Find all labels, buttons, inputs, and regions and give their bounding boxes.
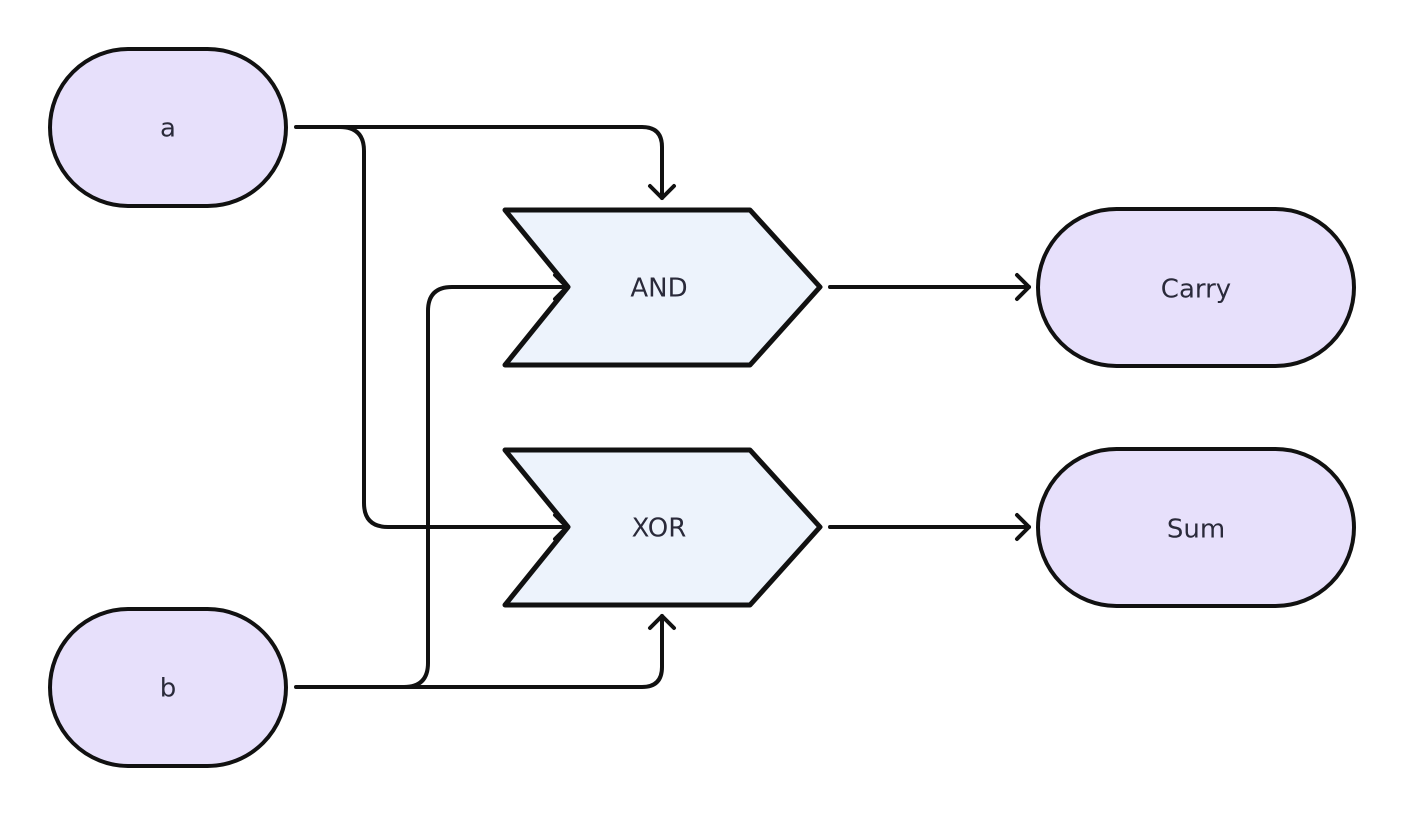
gate-shape-xor <box>502 447 823 608</box>
gate-shape-and <box>502 207 823 368</box>
arrowhead-xor-to-sum <box>1015 513 1031 541</box>
terminal-shape-sum <box>1036 447 1356 608</box>
edge-a-to-xor <box>338 125 569 529</box>
and-gate-label: AND <box>630 274 687 304</box>
carry-label: Carry <box>1161 275 1231 305</box>
terminal-shape-a <box>48 47 288 208</box>
sum-label: Sum <box>1167 515 1225 545</box>
node-b: b <box>48 607 288 768</box>
xor-gate-label: XOR <box>632 514 687 544</box>
arrowhead-b-to-xor <box>648 614 676 630</box>
node-xor-gate: XOR <box>502 447 823 608</box>
terminal-shape-carry <box>1036 207 1356 368</box>
node-sum: Sum <box>1036 447 1356 608</box>
arrowhead-and-to-carry <box>1015 273 1031 301</box>
node-and-gate: AND <box>502 207 823 368</box>
node-a-label: a <box>160 114 176 144</box>
edge-a-to-and <box>294 125 664 200</box>
node-b-label: b <box>160 674 177 704</box>
node-a: a <box>48 47 288 208</box>
node-carry: Carry <box>1036 207 1356 368</box>
edge-b-to-xor <box>294 614 664 689</box>
edge-b-to-and <box>402 285 569 689</box>
arrowhead-a-to-and <box>648 184 676 200</box>
terminal-shape-b <box>48 607 288 768</box>
